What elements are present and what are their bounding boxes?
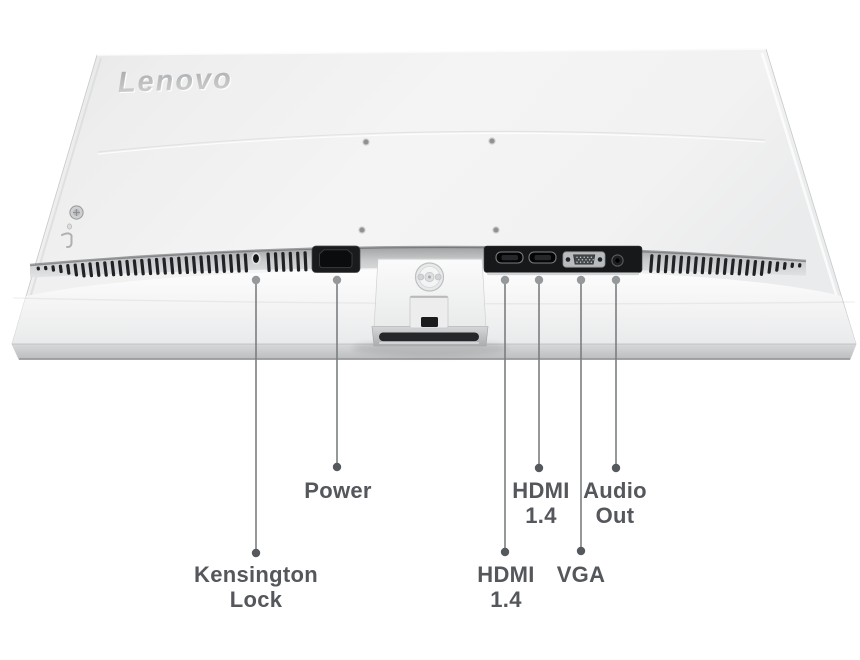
vesa-hole <box>492 226 500 234</box>
vesa-holes <box>358 137 500 234</box>
side-clip-mark <box>61 232 73 249</box>
callout-vga <box>576 275 586 556</box>
callout-dot-bottom <box>332 462 342 472</box>
audio-out-port <box>611 254 624 267</box>
callout-dot-top <box>500 275 510 285</box>
release-latch <box>421 317 438 327</box>
callout-dot-top <box>332 275 342 285</box>
callout-dot-bottom <box>251 548 261 558</box>
power-port <box>311 245 361 273</box>
callout-dot-bottom <box>500 547 510 557</box>
label-line: Audio <box>583 478 647 503</box>
label-line: VGA <box>556 562 606 587</box>
callout-hdmi-left <box>500 275 510 557</box>
panel-crease-highlight <box>97 132 766 155</box>
callout-dot-top <box>576 275 586 285</box>
callout-dot-bottom <box>576 546 586 556</box>
vga-pins <box>576 256 594 263</box>
callout-dot-bottom <box>534 463 544 473</box>
panel-crease <box>97 130 766 153</box>
label-line: Power <box>304 478 372 503</box>
vesa-hole <box>358 226 366 234</box>
hdmi-port-2 <box>528 251 557 264</box>
callout-power <box>332 275 342 472</box>
cable-slot <box>379 332 479 342</box>
label-line: Kensington <box>194 562 318 587</box>
hinge-screw <box>69 205 84 220</box>
label-line: 1.4 <box>525 503 557 528</box>
callout-hdmi-right <box>534 275 544 473</box>
kensington-lock-slot <box>251 252 261 265</box>
callout-dot-top <box>251 275 261 285</box>
label-hdmi-right: HDMI 1.4 <box>512 478 569 528</box>
label-line: Out <box>595 503 635 528</box>
cable-slot-highlight <box>379 342 479 344</box>
label-power: Power <box>304 478 372 503</box>
hdmi-port-1 <box>495 251 524 264</box>
vent-overhang-edge <box>29 245 807 267</box>
right-edge-bevel <box>760 52 852 341</box>
left-edge-bevel <box>16 57 102 343</box>
label-vga: VGA <box>557 562 606 587</box>
label-line: Lock <box>229 587 283 612</box>
label-kensington-lock: Kensington Lock <box>194 562 318 612</box>
stand-mount <box>352 258 508 356</box>
vga-port <box>562 251 606 268</box>
callout-kensington-lock <box>251 275 261 558</box>
vent-slats <box>36 251 802 278</box>
label-audio-out: Audio Out <box>583 478 647 528</box>
label-line: HDMI <box>512 478 570 503</box>
panel-lip <box>487 272 639 276</box>
lenovo-logo-emboss-shadow: Lenovo <box>118 64 234 100</box>
label-hdmi-left: HDMI 1.4 <box>477 562 534 612</box>
stand-release-recess <box>409 295 449 329</box>
stand-thumbscrew <box>414 262 445 292</box>
top-edge-highlight <box>96 48 767 56</box>
av-port-panel <box>483 245 643 276</box>
callout-audio-out <box>611 275 621 473</box>
side-pin-mark <box>67 223 72 230</box>
callouts <box>251 275 621 558</box>
lenovo-logo-text: Lenovo <box>117 63 233 99</box>
label-line: 1.4 <box>490 587 522 612</box>
callout-dot-bottom <box>611 463 621 473</box>
vesa-hole <box>488 137 496 145</box>
vesa-hole <box>362 138 370 146</box>
lenovo-logo: Lenovo Lenovo <box>117 63 234 100</box>
callout-dot-top <box>611 275 621 285</box>
callout-dot-top <box>534 275 544 285</box>
label-line: HDMI <box>477 562 535 587</box>
